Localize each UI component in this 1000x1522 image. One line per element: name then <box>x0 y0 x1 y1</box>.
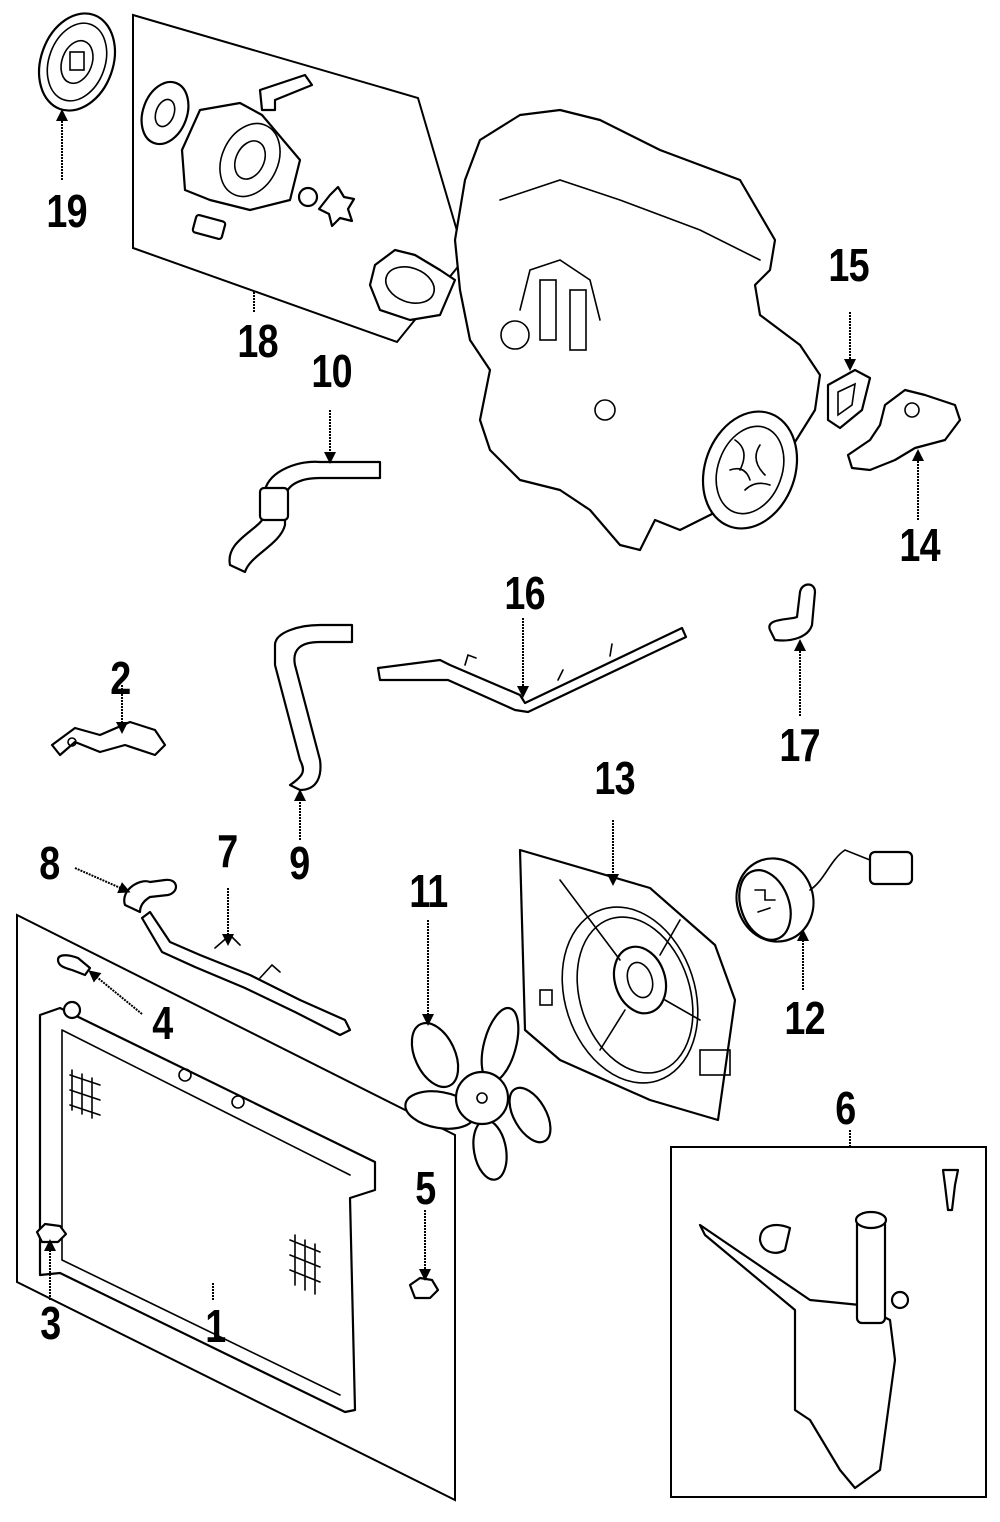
bypass-hose-drawing[interactable] <box>123 878 177 914</box>
callout-3[interactable]: 3 <box>40 1297 61 1349</box>
hose-17-drawing[interactable] <box>768 583 817 642</box>
housing-gasket-drawing[interactable] <box>826 368 872 430</box>
radiator-assembly-drawing[interactable] <box>16 913 456 1502</box>
callout-12[interactable]: 12 <box>784 992 825 1044</box>
callout-1[interactable]: 1 <box>205 1300 226 1352</box>
callout-5[interactable]: 5 <box>415 1162 436 1214</box>
fan-shroud-assembly-drawing[interactable] <box>518 848 737 1122</box>
callout-19[interactable]: 19 <box>46 185 87 237</box>
overflow-hose-drawing[interactable] <box>56 954 92 977</box>
drain-plug-drawing[interactable] <box>408 1276 440 1300</box>
callout-13[interactable]: 13 <box>594 752 635 804</box>
callout-17[interactable]: 17 <box>779 719 820 771</box>
fan-motor-drawing[interactable] <box>725 848 914 953</box>
callout-14[interactable]: 14 <box>899 519 940 571</box>
callout-16[interactable]: 16 <box>504 567 545 619</box>
lower-radiator-hose-drawing[interactable] <box>273 623 354 792</box>
callout-11[interactable]: 11 <box>409 865 448 917</box>
upper-radiator-hose-drawing[interactable] <box>228 460 382 574</box>
bracket-drawing[interactable] <box>50 720 167 757</box>
leader-8 <box>74 867 131 894</box>
callout-8[interactable]: 8 <box>39 837 60 889</box>
callout-4[interactable]: 4 <box>152 997 173 1049</box>
engine-block-drawing <box>453 108 822 552</box>
callout-15[interactable]: 15 <box>828 239 869 291</box>
water-pump-assembly-drawing[interactable] <box>132 13 467 344</box>
fan-blade-drawing[interactable] <box>402 1004 558 1182</box>
coolant-reservoir-assembly-drawing[interactable] <box>670 1146 987 1498</box>
water-pipe-drawing[interactable] <box>376 626 688 714</box>
callout-6[interactable]: 6 <box>835 1082 856 1134</box>
heater-pipe-drawing[interactable] <box>140 910 352 1037</box>
thermostat-housing-drawing[interactable] <box>846 388 962 472</box>
leader-4 <box>88 970 143 1015</box>
callout-7[interactable]: 7 <box>217 825 238 877</box>
callout-2[interactable]: 2 <box>110 652 131 704</box>
callout-9[interactable]: 9 <box>289 837 310 889</box>
water-pump-pulley-drawing[interactable] <box>26 3 128 122</box>
radiator-mount-insulator-drawing[interactable] <box>35 1222 68 1244</box>
callout-10[interactable]: 10 <box>311 345 352 397</box>
callout-18[interactable]: 18 <box>237 315 278 367</box>
